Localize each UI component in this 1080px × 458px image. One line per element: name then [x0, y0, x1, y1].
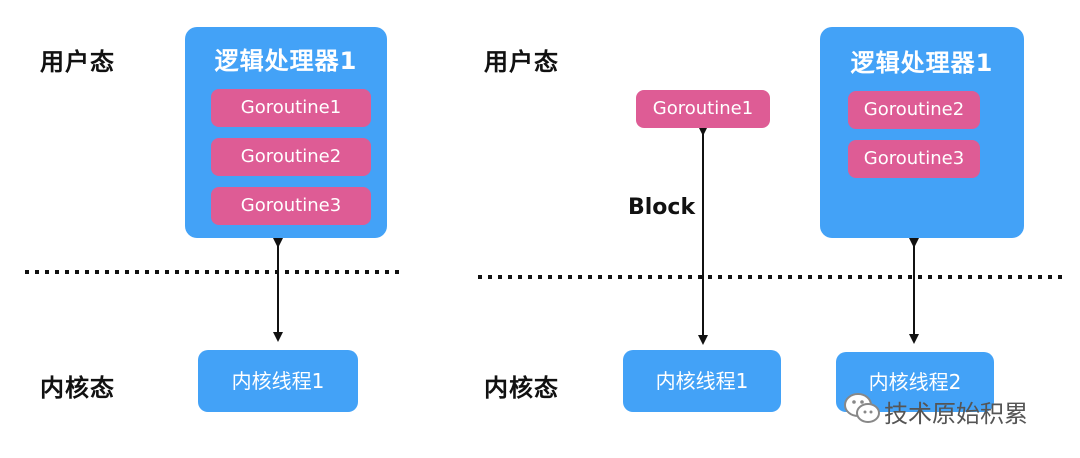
left-logical-processor: 逻辑处理器1 Goroutine1 Goroutine2 Goroutine3: [185, 27, 387, 238]
right-kernel-thread-1: 内核线程1: [623, 350, 781, 412]
right-goroutine-3: Goroutine3: [848, 140, 980, 178]
left-goroutine-1: Goroutine1: [211, 89, 371, 127]
right-logical-processor: 逻辑处理器1 Goroutine2 Goroutine3: [820, 27, 1024, 238]
right-user-mode-label: 用户态: [484, 48, 559, 76]
right-goroutine-2: Goroutine2: [848, 91, 980, 129]
right-kernel-mode-label: 内核态: [484, 374, 559, 402]
left-goroutine-2: Goroutine2: [211, 138, 371, 176]
watermark-text: 技术原始积累: [884, 400, 1028, 428]
block-label: Block: [628, 195, 696, 220]
right-processor-title: 逻辑处理器1: [850, 49, 994, 77]
left-user-mode-label: 用户态: [40, 48, 115, 76]
left-kernel-mode-label: 内核态: [40, 374, 115, 402]
left-kernel-thread-1: 内核线程1: [198, 350, 358, 412]
left-processor-title: 逻辑处理器1: [214, 47, 358, 75]
right-blocked-goroutine-1: Goroutine1: [636, 90, 770, 128]
left-goroutine-3: Goroutine3: [211, 187, 371, 225]
wechat-icon: [842, 388, 882, 428]
